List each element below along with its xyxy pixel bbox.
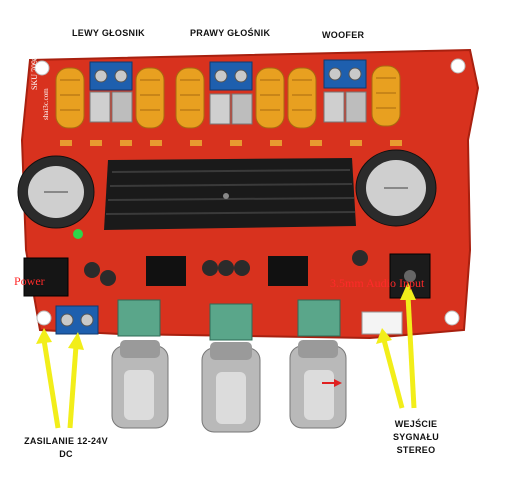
speaker-terminals bbox=[89, 59, 367, 91]
smd-components bbox=[60, 140, 402, 146]
potentiometer-body bbox=[297, 299, 341, 337]
heatsink bbox=[104, 158, 356, 230]
label-left-speaker: LEWY GŁOSNIK bbox=[72, 28, 145, 38]
inductor-coil bbox=[371, 65, 401, 127]
label-audio-input-marker: 3.5mm Audio Input bbox=[330, 276, 425, 290]
inductor-coil bbox=[55, 67, 85, 129]
potentiometers bbox=[117, 299, 341, 341]
inductor-coils bbox=[55, 65, 401, 129]
label-power-supply: ZASILANIE 12-24V DC bbox=[14, 436, 118, 459]
arrow-input-right bbox=[405, 295, 417, 409]
pcb-site-text: shai3c.com bbox=[42, 88, 50, 120]
label-right-speaker: PRAWY GŁOŚNIK bbox=[190, 28, 271, 38]
mount-hole bbox=[36, 310, 52, 326]
film-capacitors bbox=[89, 91, 367, 125]
label-stereo-input-line2: SYGNAŁU bbox=[392, 432, 440, 442]
arrow-input-left bbox=[381, 339, 405, 409]
label-stereo-input: WEJŚCIE SYGNAŁU STEREO bbox=[376, 418, 456, 457]
label-power-marker: Power bbox=[14, 274, 45, 288]
status-led bbox=[73, 229, 83, 239]
inductor-coil bbox=[287, 67, 317, 129]
pcb-sku-text: SKU 7098 bbox=[30, 55, 39, 90]
arrow-power-right bbox=[67, 345, 79, 429]
label-stereo-input-line1: WEJŚCIE bbox=[394, 419, 438, 429]
control-knobs bbox=[111, 340, 347, 433]
op-amp-chips bbox=[146, 256, 308, 286]
label-power-supply-line1: ZASILANIE 12-24V bbox=[24, 436, 108, 446]
inductor-coil bbox=[175, 67, 205, 129]
label-woofer: WOOFER bbox=[322, 30, 365, 40]
mount-hole bbox=[444, 310, 460, 326]
arrow-power-left bbox=[41, 339, 61, 429]
potentiometer-body bbox=[117, 299, 161, 337]
annotation-arrows bbox=[36, 282, 417, 429]
potentiometer-body bbox=[209, 303, 253, 341]
inductor-coil bbox=[255, 67, 285, 129]
electrolytic-capacitors bbox=[17, 149, 437, 286]
label-stereo-input-line3: STEREO bbox=[396, 445, 436, 455]
mount-hole bbox=[34, 60, 50, 76]
label-power-supply-line2: DC bbox=[59, 449, 73, 459]
dc-power-jack bbox=[23, 257, 69, 297]
mount-hole bbox=[450, 58, 466, 74]
inductor-coil bbox=[135, 67, 165, 129]
